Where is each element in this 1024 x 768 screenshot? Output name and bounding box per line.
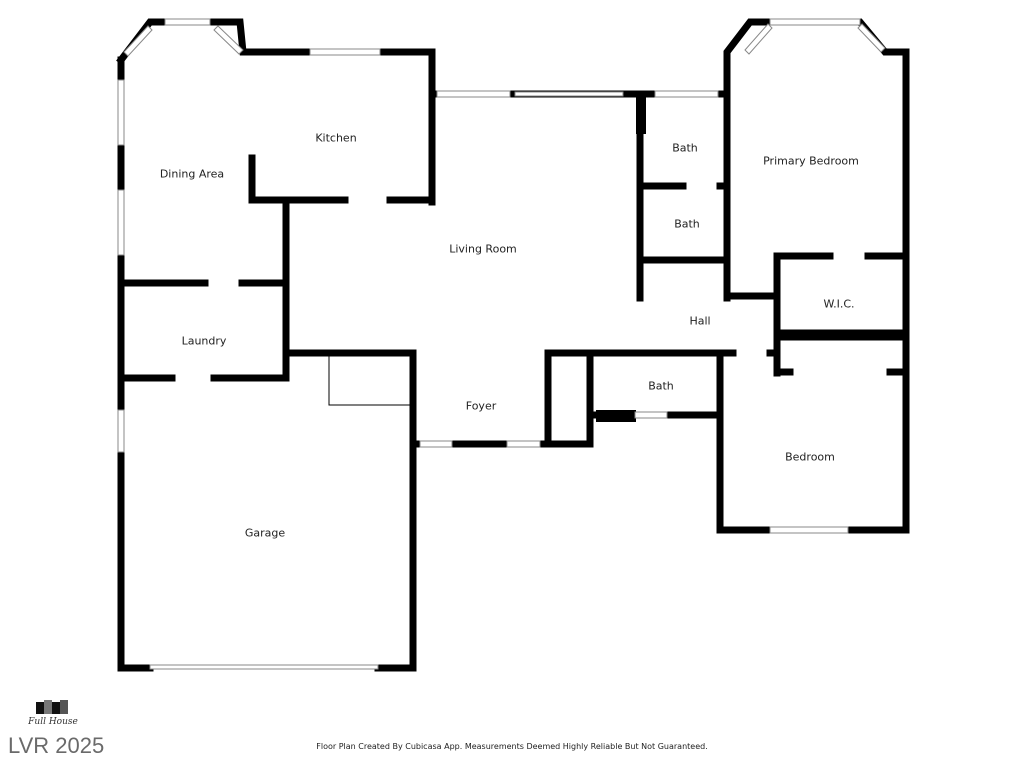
disclaimer: Floor Plan Created By Cubicasa App. Meas…: [316, 742, 708, 751]
room-label-garage: Garage: [244, 526, 286, 540]
garage-step: [328, 355, 411, 406]
room-label-foyer: Foyer: [465, 399, 497, 413]
room-label-laundry: Laundry: [181, 334, 227, 348]
room-label-bath-3: Bath: [648, 379, 674, 393]
walls: [116, 18, 910, 672]
room-label-wic: W.I.C.: [823, 297, 855, 311]
windows: [117, 18, 886, 670]
room-label-bath-2: Bath: [674, 217, 700, 231]
room-label-hall: Hall: [689, 314, 711, 328]
room-label-living: Living Room: [449, 242, 517, 256]
room-label-dining: Dining Area: [159, 167, 225, 181]
full-house-logo: Full House: [26, 700, 80, 732]
watermark: LVR 2025: [8, 733, 105, 758]
room-label-primary-bedroom: Primary Bedroom: [763, 154, 859, 168]
room-label-kitchen: Kitchen: [315, 131, 357, 145]
svg-text:Full House: Full House: [27, 717, 78, 727]
room-label-bedroom: Bedroom: [785, 450, 835, 464]
room-label-bath-1: Bath: [672, 141, 698, 155]
